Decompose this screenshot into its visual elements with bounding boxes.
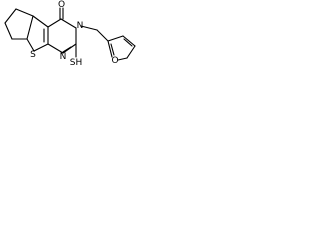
furan-oxygen-label: O — [111, 56, 118, 66]
carbonyl-oxygen-label: O — [58, 0, 65, 10]
pyrimidine-ring — [47, 18, 77, 54]
cyclopentane-ring — [4, 8, 34, 40]
thiol-label: SH — [70, 58, 82, 68]
methylene-linker — [80, 25, 109, 42]
carbonyl-bond — [59, 7, 64, 20]
molecule-structure: O N N S SH O — [4, 0, 136, 68]
furan-ring — [107, 35, 136, 61]
lower-nitrogen-label: N — [60, 52, 67, 62]
ring-nitrogen-label: N — [77, 21, 84, 31]
thiophene-sulfur-label: S — [30, 50, 36, 60]
thiophene-ring — [26, 15, 49, 52]
